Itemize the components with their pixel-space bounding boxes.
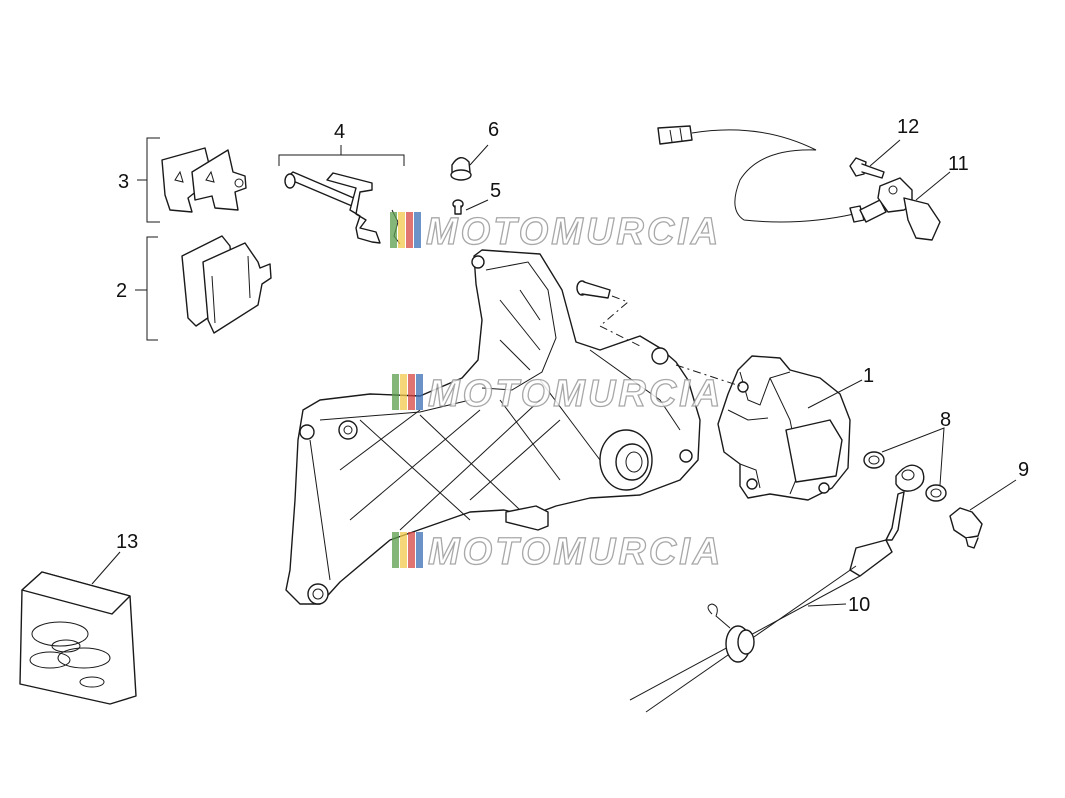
- leader-6: [469, 144, 489, 166]
- callout-12: 12: [897, 116, 919, 138]
- callout-8: 8: [940, 409, 951, 431]
- leader-10: [807, 603, 847, 607]
- brake-caliper-part: [717, 355, 851, 501]
- watermark-text: MOTOMURCIA: [428, 373, 723, 415]
- assembly-line-bolt: [599, 295, 641, 347]
- watermark-text: MOTOMURCIA: [426, 211, 721, 253]
- callout-2: 2: [116, 280, 127, 302]
- brake-pads-part: [181, 235, 272, 334]
- leader-5: [465, 199, 489, 211]
- sealing-washers-part: [863, 451, 947, 502]
- brake-hose-part: [629, 464, 925, 713]
- watermark-middle: MOTOMURCIA: [392, 372, 723, 416]
- callout-6: 6: [488, 119, 499, 141]
- callout-10: 10: [848, 594, 870, 616]
- leader-11: [915, 171, 951, 201]
- bracket-3: [137, 137, 160, 223]
- callout-11: 11: [948, 153, 969, 175]
- pad-spring-part: [161, 147, 247, 213]
- bleed-screw-part: [452, 199, 464, 215]
- callout-4: 4: [334, 121, 345, 143]
- assembly-line-caliper: [675, 364, 741, 387]
- callout-3: 3: [118, 171, 129, 193]
- leader-12: [869, 139, 901, 167]
- watermark-text: MOTOMURCIA: [428, 531, 723, 573]
- speed-sensor-part: [657, 125, 941, 241]
- callout-9: 9: [1018, 459, 1029, 481]
- bracket-2: [135, 236, 158, 341]
- leader-13: [91, 551, 121, 585]
- callout-13: 13: [116, 531, 138, 553]
- fixing-bolt-part: [576, 280, 611, 299]
- leader-9: [969, 479, 1017, 511]
- watermark-top: MOTOMURCIA: [390, 210, 721, 254]
- caliper-bracket-part: [285, 249, 701, 605]
- leader-8: [881, 427, 945, 486]
- banjo-bolt-part: [949, 507, 983, 549]
- bracket-4: [278, 145, 405, 166]
- pad-pin-kit-part: [284, 171, 401, 245]
- sensor-screw-part: [849, 157, 885, 179]
- callout-1: 1: [863, 365, 874, 387]
- leader-1: [807, 379, 863, 409]
- callout-5: 5: [490, 180, 501, 202]
- bleed-cap-part: [450, 157, 472, 181]
- gasket-kit-part: [19, 571, 137, 705]
- watermark-bottom: MOTOMURCIA: [392, 530, 723, 574]
